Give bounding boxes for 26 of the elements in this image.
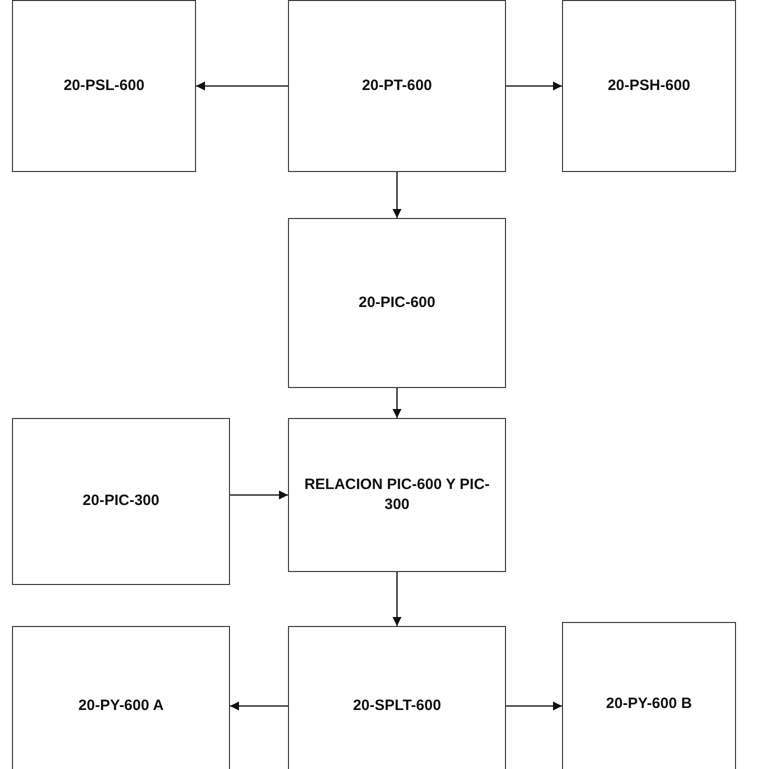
box-label: 20-PY-600 A	[77, 696, 165, 716]
process-box	[562, 0, 736, 172]
process-box	[12, 418, 230, 585]
process-box	[288, 418, 506, 572]
process-box	[288, 218, 506, 388]
process-box	[288, 0, 506, 172]
arrow	[230, 490, 288, 500]
arrow	[506, 82, 562, 90]
box-label: 20-PSL-600	[62, 76, 146, 96]
box-label: RELACION PIC-600 Y PIC-300	[303, 474, 491, 515]
box-label: 20-PIC-600	[358, 292, 436, 313]
arrow	[230, 702, 288, 710]
process-box	[12, 0, 196, 172]
process-box	[12, 626, 230, 769]
arrow	[196, 82, 288, 90]
arrow	[506, 702, 562, 710]
arrow	[392, 572, 402, 626]
arrow	[392, 172, 402, 218]
arrow	[392, 388, 402, 418]
box-label: 20-PT-600	[360, 76, 434, 96]
box-label: 20-PIC-300	[82, 491, 160, 512]
box-label: 20-PSH-600	[606, 76, 692, 96]
process-box	[288, 626, 506, 769]
box-label: 20-PY-600 B	[605, 694, 693, 714]
box-label: 20-SPLT-600	[352, 696, 442, 716]
process-box	[562, 622, 736, 769]
